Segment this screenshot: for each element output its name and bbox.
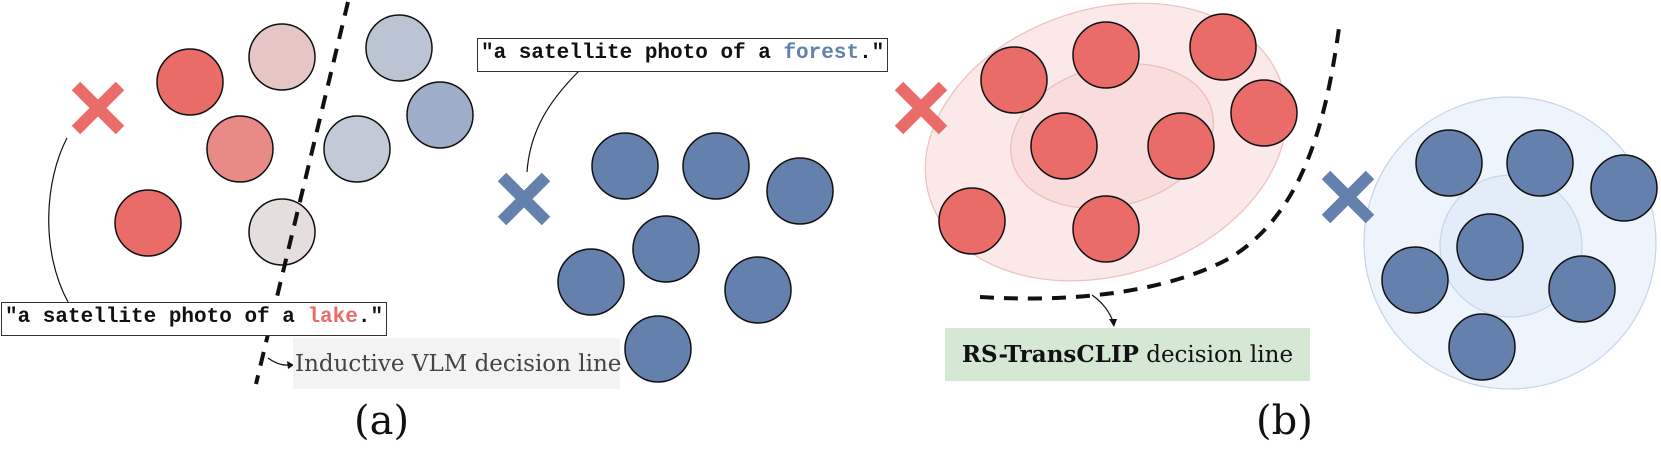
rs-transclip-decision-curve [979,27,1341,301]
lake-text-embedding-x-icon [894,81,948,135]
image-embedding-point [1147,112,1215,180]
image-embedding-point [248,198,316,266]
image-embedding-point [1189,13,1257,81]
forest-text-embedding-x-icon [1321,170,1375,224]
image-embedding-point [682,132,750,200]
forest-prompt-prefix: "a satellite photo of a [481,42,784,65]
inductive-decision-line [254,1,350,385]
caption-a: (a) [354,398,410,444]
image-embedding-point [1415,129,1483,197]
image-embedding-point [406,81,474,149]
image-embedding-point [980,46,1048,114]
transclip-decision-label: RS-TransCLIP decision line [945,328,1310,381]
caption-b: (b) [1256,398,1313,444]
image-embedding-point [114,189,182,257]
image-embedding-point [1072,195,1140,263]
image-embedding-point [323,115,391,183]
lake-prompt-connector [48,137,69,303]
inductive-decision-label-text: Inductive VLM decision line [295,350,622,377]
lake-text-embedding-x-icon [71,81,125,135]
image-embedding-point [1548,255,1616,323]
forest-prompt-keyword: forest [783,42,860,65]
forest-text-embedding-x-icon [497,172,551,226]
image-embedding-point [1448,313,1516,381]
image-embedding-point [156,48,224,116]
forest-prompt-box: "a satellite photo of a forest." [477,38,888,72]
image-embedding-point [1381,246,1449,314]
image-embedding-point [1072,21,1140,89]
arrow-head-icon [287,361,294,369]
image-embedding-point [206,115,274,183]
lake-prompt-keyword: lake [307,306,358,329]
image-embedding-point [248,23,316,91]
image-embedding-point [1590,154,1658,222]
transclip-method-name: RS-TransCLIP [961,341,1139,368]
image-embedding-point [766,157,834,225]
image-embedding-point [632,215,700,283]
image-embedding-point [1456,213,1524,281]
lake-prompt-prefix: "a satellite photo of a [5,306,308,329]
forest-prompt-suffix: ." [859,42,885,65]
arrow-head-icon [1109,319,1117,327]
image-embedding-point [365,14,433,82]
panel-a [48,1,834,385]
transclip-label-rest: decision line [1138,341,1294,368]
inductive-decision-label: Inductive VLM decision line [293,338,622,389]
image-embedding-point [938,187,1006,255]
transclip-label-arrow [1091,294,1114,323]
image-embedding-point [1030,112,1098,180]
image-embedding-point [724,256,792,324]
image-embedding-point [624,315,692,383]
panel-b [894,2,1658,390]
image-embedding-point [557,248,625,316]
lake-prompt-suffix: ." [357,306,384,329]
image-embedding-point [1506,129,1574,197]
lake-prompt-box: "a satellite photo of a lake." [1,302,387,336]
image-embedding-point [1230,79,1298,147]
forest-prompt-connector [526,70,580,173]
image-embedding-point [591,132,659,200]
